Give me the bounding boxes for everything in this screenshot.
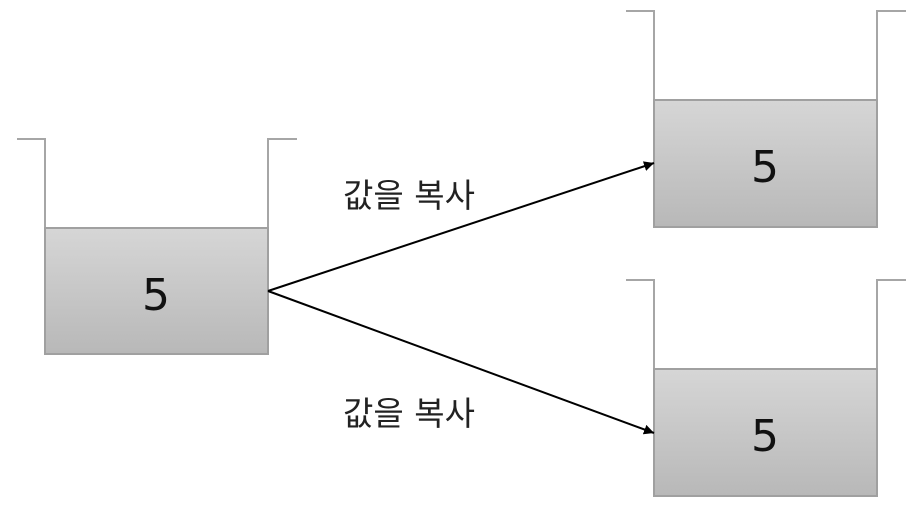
target-top-value: 5: [751, 142, 779, 193]
source-value: 5: [142, 270, 170, 321]
copy-arrow-top: [267, 161, 655, 292]
target-bottom-value: 5: [751, 411, 779, 462]
target-container-bottom: 5: [626, 279, 906, 497]
copy-arrow-bottom: [267, 290, 655, 435]
source-container: 5: [17, 138, 297, 355]
source-container-walls: [17, 138, 297, 228]
copy-arrow-bottom-label: 값을 복사: [343, 394, 475, 433]
copy-arrow-top-label: 값을 복사: [343, 176, 475, 215]
target-container-top: 5: [626, 10, 906, 228]
target-top-value-box: [653, 99, 878, 228]
source-value-box: [44, 227, 269, 355]
target-top-container-walls: [626, 10, 906, 100]
target-bottom-container-walls: [626, 279, 906, 369]
target-bottom-value-box: [653, 368, 878, 497]
